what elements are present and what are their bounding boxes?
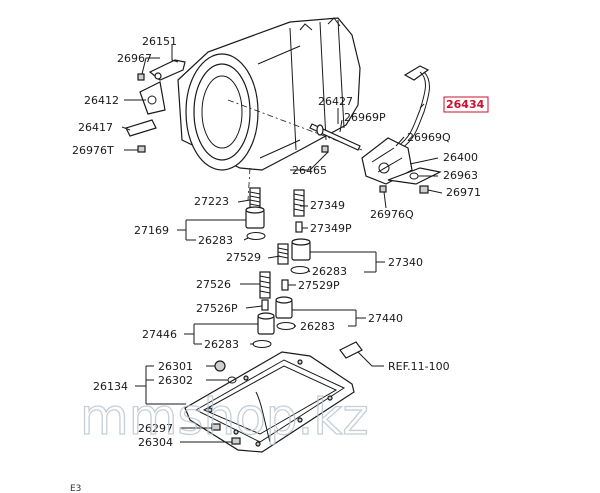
label-26976T[interactable]: 26976T: [72, 144, 114, 157]
piston-27169: [245, 206, 265, 229]
label-26301[interactable]: 26301: [158, 360, 193, 373]
center-axis-line: [227, 99, 363, 151]
transmission-case: [177, 17, 361, 171]
watermark: mmshop.kz: [80, 388, 369, 446]
oring-26283d: [252, 340, 272, 348]
label-27223[interactable]: 27223: [194, 195, 229, 208]
label-26976Q[interactable]: 26976Q: [370, 208, 414, 221]
label-26283-c[interactable]: 26283: [300, 320, 335, 333]
oring-26283c: [276, 322, 296, 330]
spring-27526: [259, 271, 271, 299]
label-26434[interactable]: 26434: [446, 98, 485, 111]
piston-27340: [291, 238, 311, 261]
label-26283-d[interactable]: 26283: [204, 338, 239, 351]
label-27169[interactable]: 27169: [134, 224, 169, 237]
lower-axis-line: [247, 167, 251, 201]
label-27349P[interactable]: 27349P: [310, 222, 352, 235]
plug-26301: [214, 360, 226, 372]
label-26465[interactable]: 26465: [292, 164, 327, 177]
spring-27349: [293, 189, 305, 217]
label-27526[interactable]: 27526: [196, 278, 231, 291]
label-26151[interactable]: 26151: [142, 35, 177, 48]
label-26297[interactable]: 26297: [138, 422, 173, 435]
label-26304[interactable]: 26304: [138, 436, 173, 449]
bolt-26976Q: [379, 185, 387, 193]
pin-27349P: [295, 221, 303, 233]
oil-pan-26134: [184, 351, 355, 453]
oring-26283b: [290, 266, 310, 274]
bracket-26151: [148, 59, 186, 81]
bolt-26976T: [137, 145, 146, 153]
harness-26434: [397, 65, 430, 149]
highlight-box: [443, 96, 489, 113]
seal-26465: [321, 145, 329, 153]
pin-27529P: [281, 279, 289, 291]
label-26302[interactable]: 26302: [158, 374, 193, 387]
pin-27526P: [261, 299, 269, 311]
label-26963[interactable]: 26963: [443, 169, 478, 182]
piston-27440: [275, 296, 293, 319]
ref-connector: [339, 341, 363, 359]
solenoid-26400: [361, 137, 442, 185]
label-26969Q[interactable]: 26969Q: [407, 131, 451, 144]
label-27349[interactable]: 27349: [310, 199, 345, 212]
pin-26967: [137, 73, 145, 81]
label-26400[interactable]: 26400: [443, 151, 478, 164]
bolt-26971: [419, 185, 429, 194]
label-26417[interactable]: 26417: [78, 121, 113, 134]
plate-26417: [125, 119, 157, 137]
label-26283-b[interactable]: 26283: [312, 265, 347, 278]
oring-26283a: [246, 232, 266, 240]
label-26283-a[interactable]: 26283: [198, 234, 233, 247]
label-26971[interactable]: 26971: [446, 186, 481, 199]
label-27529P[interactable]: 27529P: [298, 279, 340, 292]
label-26412[interactable]: 26412: [84, 94, 119, 107]
label-27440[interactable]: 27440: [368, 312, 403, 325]
magnet-26297: [211, 423, 221, 431]
spring-27223: [249, 187, 261, 209]
lever-26412: [139, 81, 166, 115]
label-26427[interactable]: 26427: [318, 95, 353, 108]
label-26967[interactable]: 26967: [117, 52, 152, 65]
label-27446[interactable]: 27446: [142, 328, 177, 341]
label-27340[interactable]: 27340: [388, 256, 423, 269]
bolt-26304: [231, 437, 241, 445]
shaft-26427: [309, 123, 361, 151]
part-labels: 26151 26967 26412 26417 26976T 26427 269…: [72, 35, 485, 449]
label-ref-11-100[interactable]: REF.11-100: [388, 360, 450, 373]
label-26134[interactable]: 26134: [93, 380, 128, 393]
leader-lines: [121, 45, 443, 443]
piston-27446: [257, 312, 275, 335]
spring-27529: [277, 243, 289, 265]
footer-code: E3: [70, 484, 81, 493]
label-27526P[interactable]: 27526P: [196, 302, 238, 315]
label-26969P[interactable]: 26969P: [344, 111, 386, 124]
label-27529[interactable]: 27529: [226, 251, 261, 264]
